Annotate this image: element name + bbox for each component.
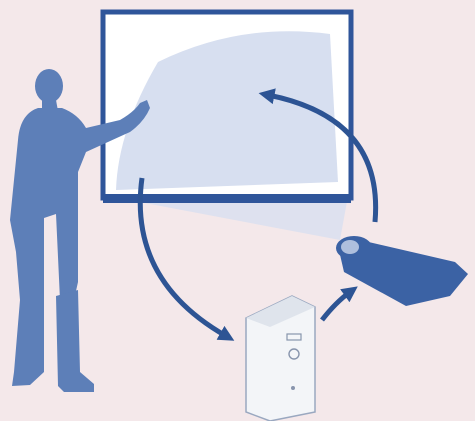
- arrow-computer-to-projector: [322, 292, 350, 320]
- presenter-icon: [10, 69, 150, 392]
- projector-icon: [336, 236, 468, 306]
- desktop-tower-icon: [246, 296, 315, 421]
